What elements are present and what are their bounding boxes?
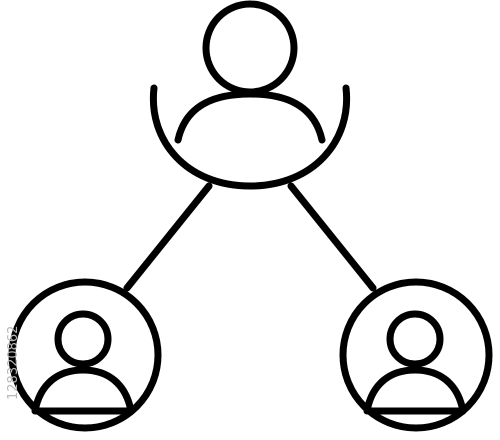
right-user-head	[386, 310, 444, 368]
right-user-circle	[339, 278, 493, 432]
right-user-body	[363, 366, 467, 415]
left-user-body	[31, 366, 135, 415]
left-user-circle	[8, 278, 162, 432]
top-user-cradle-arc	[149, 84, 351, 190]
left-user-head	[54, 310, 112, 368]
watermark-id-text: 128320862	[6, 326, 21, 400]
top-user-head	[202, 0, 298, 96]
right-user-icon	[339, 278, 493, 432]
network-connectors	[123, 182, 377, 292]
left-user-icon	[8, 278, 162, 432]
top-user-body	[174, 90, 326, 144]
connector-left	[123, 182, 213, 292]
connector-right	[287, 182, 377, 292]
top-user-icon	[149, 0, 351, 190]
